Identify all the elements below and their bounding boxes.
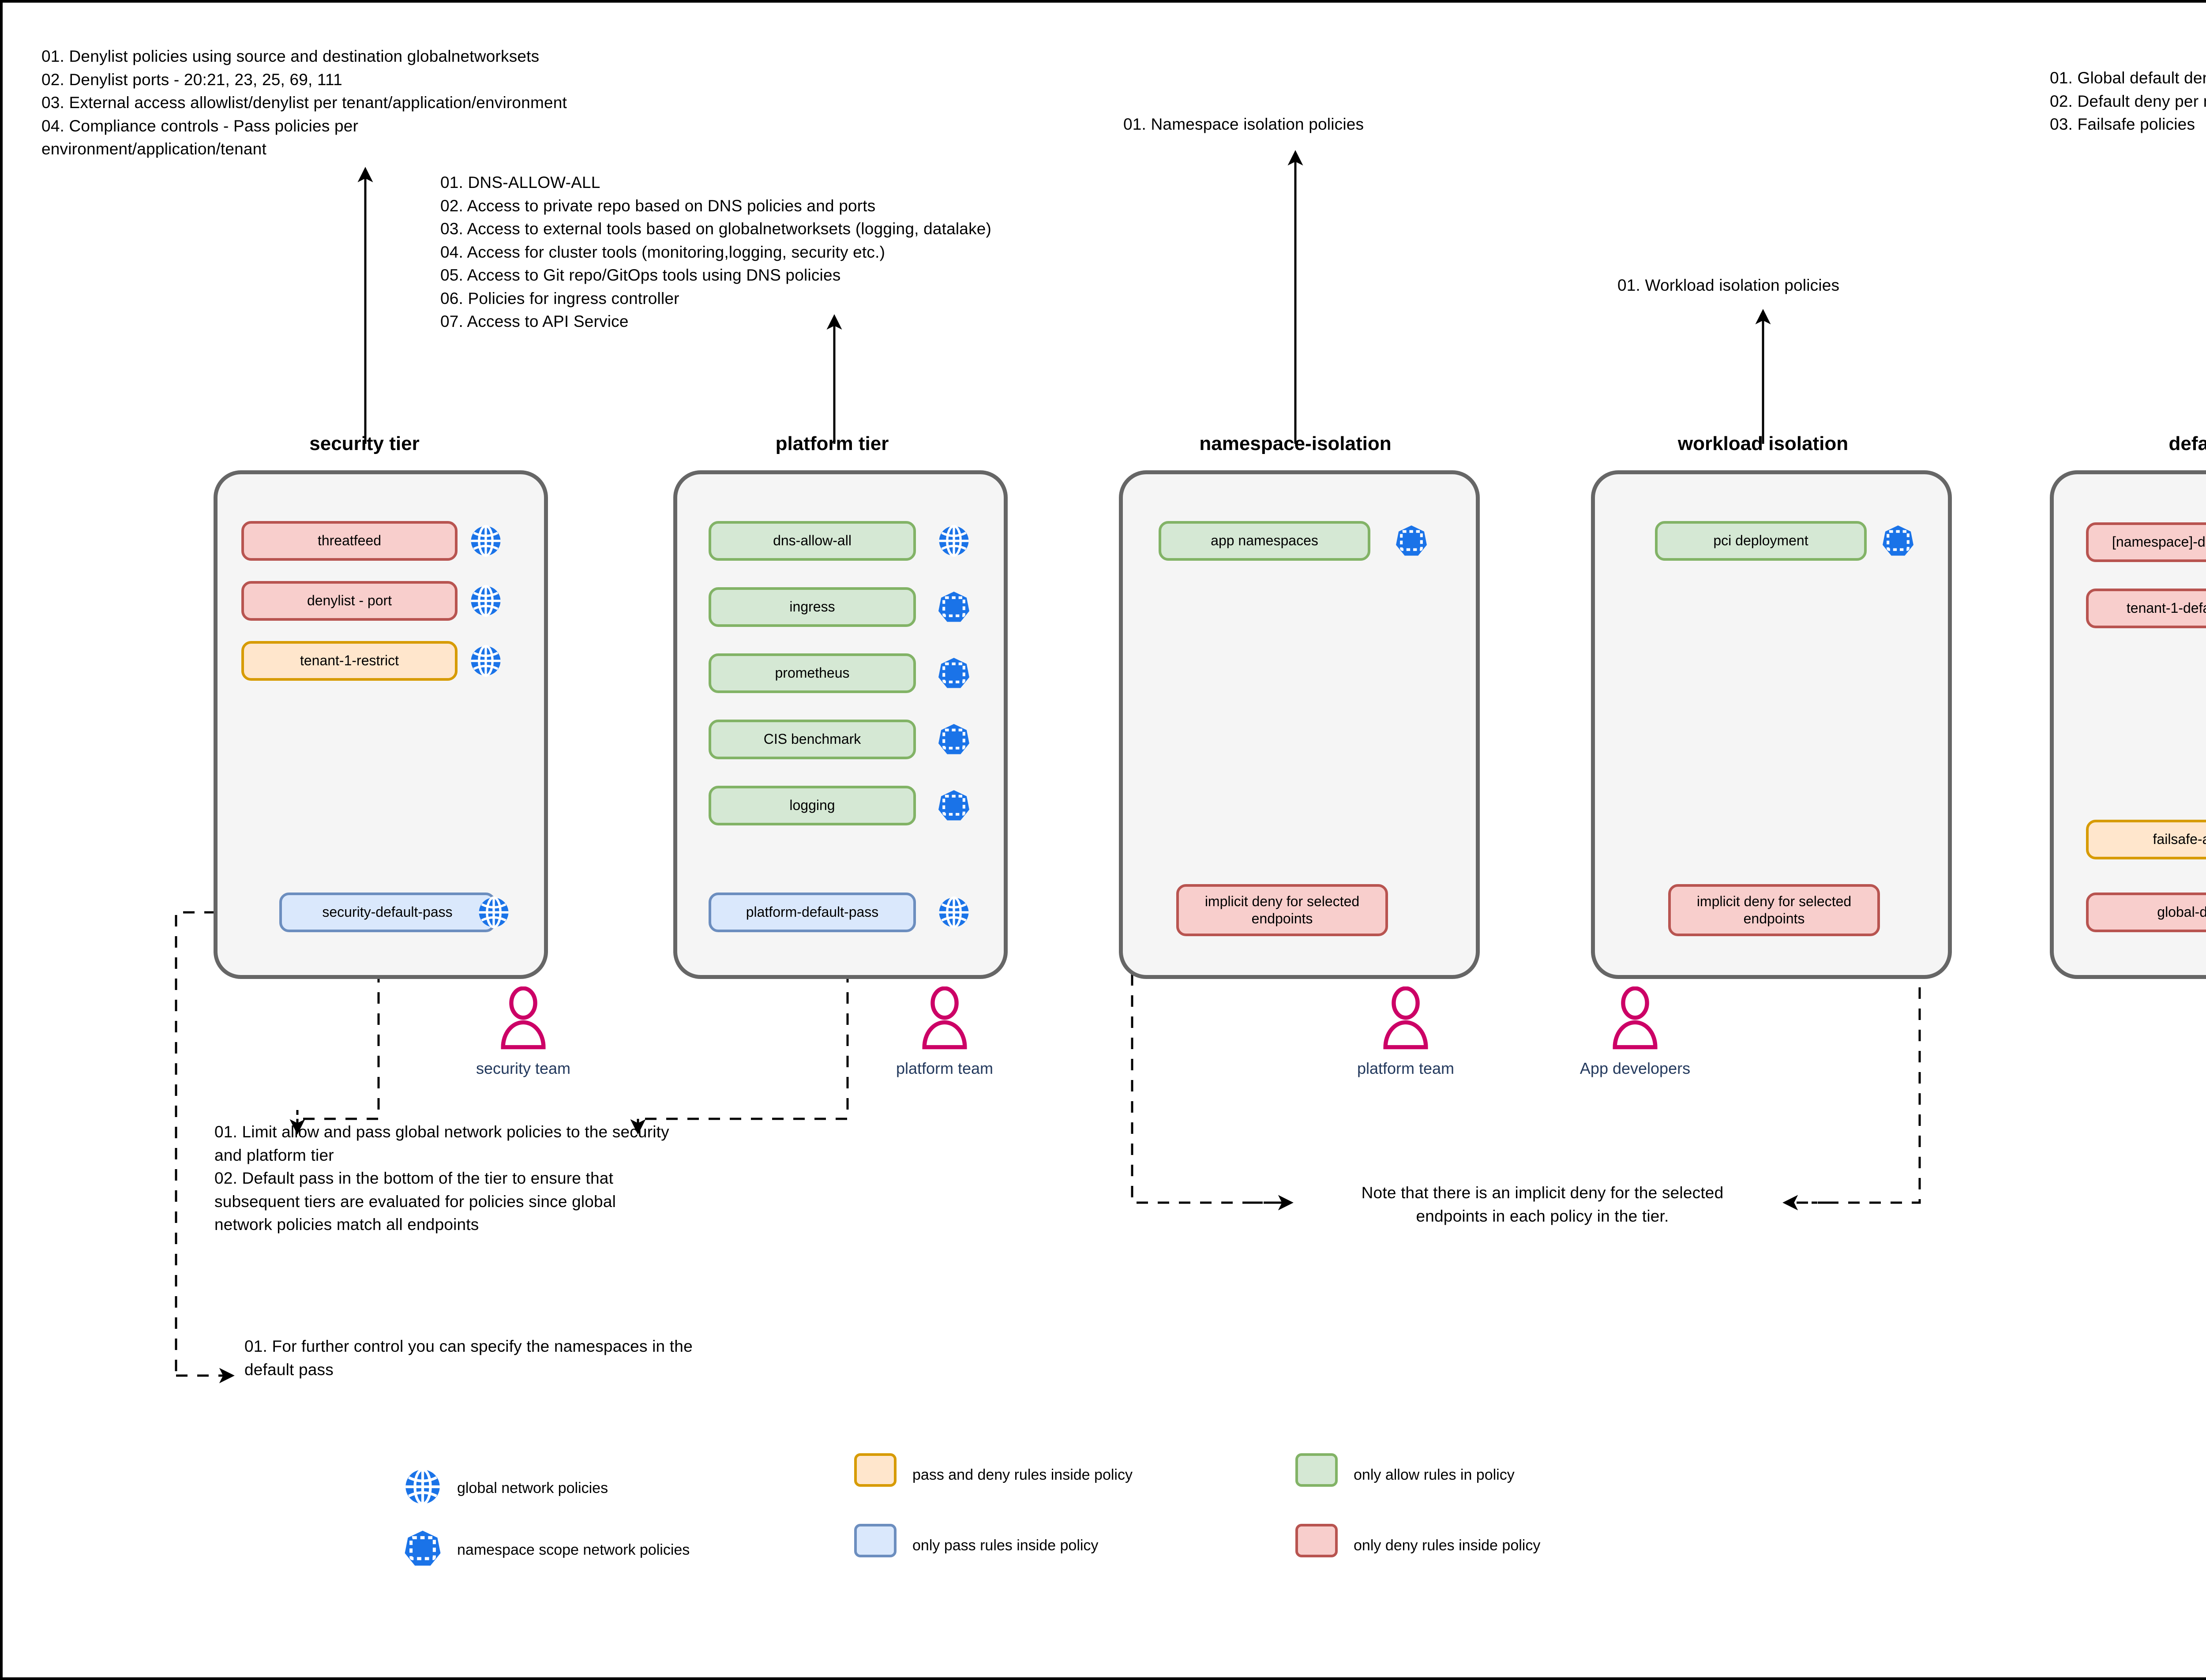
tier-title-default: default tier [2168, 433, 2206, 454]
bottom-left-annotation: 01. Limit allow and pass global network … [214, 1123, 669, 1234]
policy-app-namespaces[interactable]: app namespaces [1159, 521, 1370, 561]
policy-platform-default-pass[interactable]: platform-default-pass [709, 892, 916, 932]
namespace-icon [1881, 524, 1915, 560]
legend-label-global-network-policies: global network policies [457, 1480, 608, 1496]
policy-label: logging [789, 797, 835, 814]
legend-swatch-pass-and-deny [854, 1453, 897, 1487]
team-label: security team [476, 1059, 571, 1077]
person-icon [1383, 986, 1428, 1050]
policy-label: failsafe-allow [2153, 831, 2206, 848]
platform-tier-annotation: 01. DNS-ALLOW-ALL 02. Access to private … [440, 173, 992, 331]
namespace-icon [937, 590, 971, 626]
policy-label: threatfeed [317, 532, 382, 549]
globe-icon [469, 524, 503, 560]
team-platform-1: platform team [870, 986, 1020, 1078]
policy-tenant-1-default-deny[interactable]: tenant-1-default-deny [2086, 589, 2206, 628]
policy-label: security-default-pass [322, 904, 453, 920]
policy-label: pci deployment [1713, 532, 1808, 549]
policy-global-deny[interactable]: global-deny [2086, 892, 2206, 932]
policy-dns-allow-all[interactable]: dns-allow-all [709, 521, 916, 561]
person-icon [1613, 986, 1658, 1050]
tier-title-platform: platform tier [775, 433, 889, 454]
policy-label: [namespace]-default-deny [2112, 534, 2206, 550]
policy-tenant-1-restrict[interactable]: tenant-1-restrict [241, 641, 458, 681]
policy-logging[interactable]: logging [709, 786, 916, 825]
legend-label-only-deny: only deny rules inside policy [1354, 1537, 1541, 1554]
namespace-icon [403, 1529, 442, 1570]
policy-implicit-deny-workload[interactable]: implicit deny for selected endpoints [1668, 884, 1880, 936]
legend-swatch-only-pass [854, 1524, 897, 1557]
namespace-icon [1395, 524, 1428, 560]
policy-label: global-deny [2157, 904, 2206, 920]
team-platform-2: platform team [1331, 986, 1481, 1078]
namespace-isolation-annotation: 01. Namespace isolation policies [1123, 115, 1364, 133]
policy-implicit-deny-namespace[interactable]: implicit deny for selected endpoints [1176, 884, 1388, 936]
policy-label: denylist - port [307, 592, 392, 609]
tier-title-workload-isolation: workload isolation [1677, 433, 1849, 454]
policy-label: implicit deny for selected endpoints [1204, 893, 1360, 926]
policy-label: app namespaces [1211, 532, 1318, 549]
policy-label: dns-allow-all [773, 532, 852, 549]
policy-label: tenant-1-default-deny [2126, 600, 2206, 616]
policy-cis-benchmark[interactable]: CIS benchmark [709, 720, 916, 759]
legend-label-pass-and-deny: pass and deny rules inside policy [912, 1466, 1133, 1483]
namespace-icon [937, 656, 971, 692]
globe-icon [937, 896, 971, 931]
legend-swatch-only-allow [1295, 1453, 1338, 1487]
legend-label-only-allow: only allow rules in policy [1354, 1466, 1515, 1483]
policy-ingress[interactable]: ingress [709, 587, 916, 627]
tier-title-namespace-isolation: namespace-isolation [1199, 433, 1392, 454]
security-tier-annotation: 01. Denylist policies using source and d… [41, 47, 567, 158]
legend-label-only-pass: only pass rules inside policy [912, 1537, 1099, 1554]
platform-tier-note-connector [638, 971, 849, 1120]
policy-label: prometheus [775, 665, 850, 681]
namespace-icon [937, 789, 971, 825]
namespace-icon [937, 723, 971, 758]
policy-security-default-pass[interactable]: security-default-pass [279, 892, 495, 932]
policy-label: tenant-1-restrict [300, 652, 399, 669]
implicit-deny-annotation: Note that there is an implicit deny for … [1361, 1184, 1724, 1225]
globe-icon [937, 524, 971, 560]
team-app-developers: App developers [1560, 986, 1710, 1078]
policy-denylist-port[interactable]: denylist - port [241, 581, 458, 621]
policy-label: platform-default-pass [746, 904, 879, 920]
policy-label: CIS benchmark [763, 731, 861, 747]
globe-icon [477, 896, 510, 931]
globe-icon [469, 584, 503, 620]
further-control-annotation: 01. For further control you can specify … [244, 1337, 693, 1379]
policy-label: implicit deny for selected endpoints [1696, 893, 1852, 926]
policy-threatfeed[interactable]: threatfeed [241, 521, 458, 561]
person-icon [922, 986, 967, 1050]
team-security: security team [448, 986, 598, 1078]
legend-swatch-only-deny [1295, 1524, 1338, 1557]
policy-label: ingress [789, 599, 835, 615]
policy-failsafe-allow[interactable]: failsafe-allow [2086, 820, 2206, 859]
team-label: platform team [896, 1059, 994, 1077]
default-tier-annotation: 01. Global default deny 02. Default deny… [2050, 69, 2206, 134]
workload-isolation-annotation: 01. Workload isolation policies [1617, 276, 1840, 294]
legend-label-namespace-scope-network-policies: namespace scope network policies [457, 1541, 690, 1558]
team-label: App developers [1579, 1059, 1691, 1077]
tier-title-security: security tier [309, 433, 420, 454]
globe-icon [469, 644, 503, 680]
person-icon [501, 986, 546, 1050]
policy-namespace-default-deny[interactable]: [namespace]-default-deny [2086, 522, 2206, 562]
policy-pci-deployment[interactable]: pci deployment [1655, 521, 1867, 561]
team-label: platform team [1357, 1059, 1455, 1077]
policy-prometheus[interactable]: prometheus [709, 653, 916, 693]
globe-icon [403, 1467, 442, 1508]
security-tier-note-connector [296, 971, 380, 1120]
